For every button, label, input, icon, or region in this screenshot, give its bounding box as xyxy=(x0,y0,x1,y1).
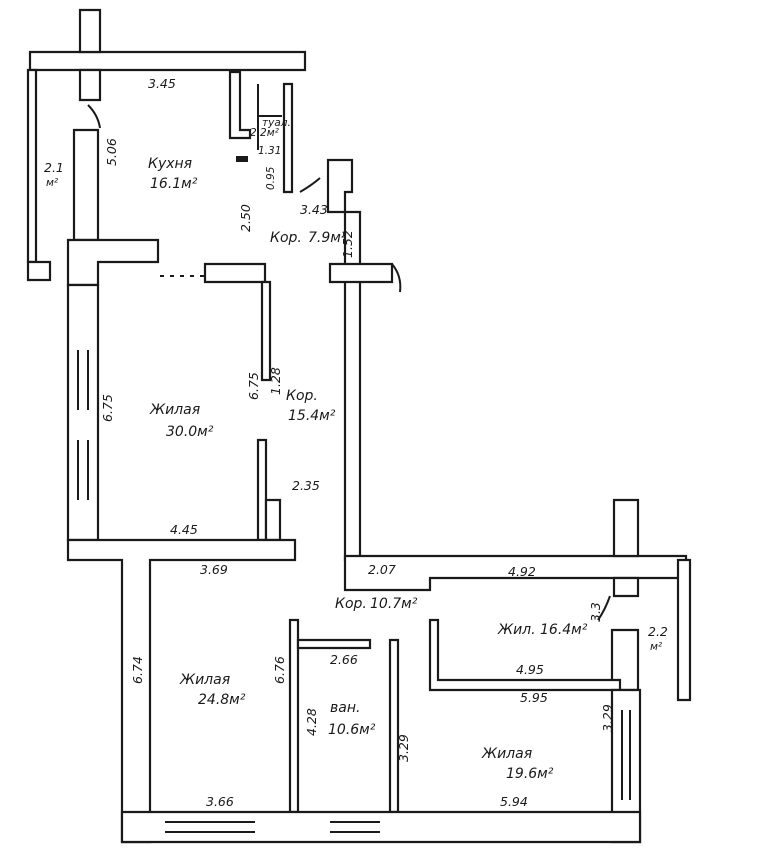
bath-name: ван. xyxy=(330,700,360,716)
living4-area: 19.6м² xyxy=(506,766,554,782)
corridor2-area: 15.4м² xyxy=(288,408,336,424)
balcony2-unit: м² xyxy=(650,641,663,653)
right-door-pier xyxy=(328,262,394,284)
bottom-wall xyxy=(120,810,642,844)
dim-corridor1-height: 1.52 xyxy=(340,230,355,258)
living2-name: Жил. xyxy=(497,622,536,638)
balcony1-area: 2.1 xyxy=(44,160,64,175)
dim-living2-height: 3.3 xyxy=(588,602,603,622)
mid-wall-right xyxy=(343,554,688,592)
dim-toilet-inner: 1.31 xyxy=(258,145,281,157)
walls xyxy=(26,8,692,844)
corridor3-area: 10.7м² xyxy=(370,596,418,612)
left-wall-upper xyxy=(72,128,100,242)
dim-living3-right: 6.76 xyxy=(272,656,287,684)
dim-living2-bottom: 4.95 xyxy=(516,662,544,677)
bath-area: 10.6м² xyxy=(328,722,376,738)
bath-top-wall xyxy=(296,638,372,650)
balcony-left-wall xyxy=(26,68,38,264)
window-left-2 xyxy=(77,440,89,500)
dim-living1-bottom: 4.45 xyxy=(170,522,198,537)
dim-living4-right: 3.29 xyxy=(600,704,615,732)
toilet-wall-right xyxy=(282,82,294,194)
balcony2-area: 2.2 xyxy=(648,624,668,639)
corridor-stub xyxy=(264,498,282,542)
toilet-name: туал. xyxy=(262,117,291,129)
dim-corridor1-width: 3.43 xyxy=(300,202,328,217)
living1-area: 30.0м² xyxy=(166,424,214,440)
dim-living1-partition: 6.75 xyxy=(246,372,261,400)
dim-kitchen-left: 5.06 xyxy=(104,138,119,166)
left-wall-mid xyxy=(66,238,160,287)
kitchen-partition xyxy=(228,70,252,140)
kitchen-name: Кухня xyxy=(148,156,192,172)
riser-right xyxy=(612,498,640,598)
dim-bath-top: 2.66 xyxy=(330,652,358,667)
balcony-right-wall xyxy=(676,558,692,702)
bath-left-wall xyxy=(288,618,300,814)
dim-corridor2-width: 1.28 xyxy=(268,367,283,395)
living-corridor-partition xyxy=(260,280,272,382)
dim-bath-left: 4.28 xyxy=(304,708,319,736)
door-swing-right xyxy=(391,263,402,293)
window-bottom-1 xyxy=(165,821,255,833)
riser-top xyxy=(78,8,102,102)
corridor2-name: Кор. xyxy=(286,388,318,404)
living3-area: 24.8м² xyxy=(198,692,246,708)
dim-bath-right: 3.29 xyxy=(396,734,411,762)
right-wall-upper xyxy=(326,158,354,214)
bath-right-wall xyxy=(388,638,400,814)
window-bottom-2 xyxy=(330,821,380,833)
corridor1-name: Кор. xyxy=(270,230,302,246)
toilet-area: 2.2м² xyxy=(250,127,280,139)
dim-kitchen-partition: 2.50 xyxy=(238,204,253,232)
dim-corridor3-width: 2.07 xyxy=(368,562,396,577)
balcony1-unit: м² xyxy=(46,177,59,189)
living4-name: Жилая xyxy=(481,746,532,762)
window-left-1 xyxy=(77,350,89,410)
balcony-left-base xyxy=(26,260,52,282)
dim-living3-left: 6.74 xyxy=(130,656,145,684)
dim-living2-top: 4.92 xyxy=(508,564,536,579)
corridor3-name: Кор. xyxy=(335,596,367,612)
living2-living4-wall xyxy=(428,618,622,692)
dim-kitchen-top: 3.45 xyxy=(148,76,176,91)
kitchen-area: 16.1м² xyxy=(150,176,198,192)
left-wall-living xyxy=(66,283,100,542)
living-corridor-partition-low xyxy=(256,438,268,542)
corridor1-area: 7.9м² xyxy=(308,230,347,246)
mid-wall-left xyxy=(66,538,297,844)
dim-living1-height: 6.75 xyxy=(100,394,115,422)
living3-name: Жилая xyxy=(179,672,230,688)
dim-living3-top: 3.69 xyxy=(200,562,228,577)
dim-living3-bottom: 3.66 xyxy=(206,794,234,809)
dim-toilet-height: 0.95 xyxy=(265,166,277,190)
kitchen-living-partition xyxy=(203,262,267,284)
dim-living4-bottom: 5.94 xyxy=(500,794,528,809)
living2-area: 16.4м² xyxy=(540,622,588,638)
toilet-box xyxy=(257,84,282,150)
door-swing-kitchen xyxy=(87,104,101,129)
dim-corridor2-length: 2.35 xyxy=(292,478,320,493)
toilet-door-bar xyxy=(236,156,248,162)
room-labels: Кухня 16.1м² туал. 2.2м² Кор. 7.9м² Кор.… xyxy=(44,117,668,782)
door-swing-corridor xyxy=(299,177,321,193)
top-wall xyxy=(28,50,307,72)
dimension-labels: 3.45 5.06 1.31 0.95 2.50 3.43 1.52 6.75 … xyxy=(100,76,615,809)
living1-name: Жилая xyxy=(149,402,200,418)
door-swing-living2 xyxy=(597,595,611,621)
window-right xyxy=(621,710,631,800)
dim-living4-top: 5.95 xyxy=(520,690,548,705)
